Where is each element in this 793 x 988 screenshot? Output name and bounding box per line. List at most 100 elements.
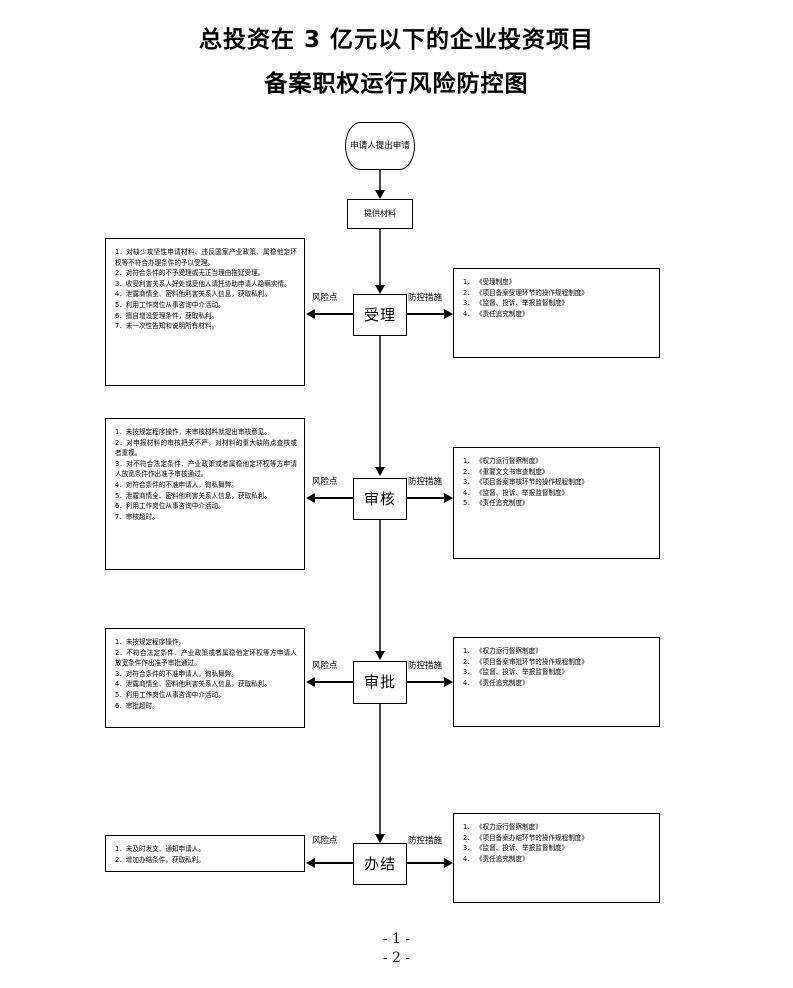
edge-approve-measure <box>407 681 445 683</box>
node-review-label: 审核 <box>363 489 396 508</box>
risk-list-accept: 1．对缺少攻坚性申请材料、违反国家产业政策、属稳他定环权等不符合办理条件的予以受… <box>115 247 297 332</box>
risk-item: 3．对符合条件的不准申请人，徇私舞弊。 <box>115 669 238 678</box>
measure-item: 4． 《责任追究制度》 <box>463 854 529 863</box>
risk-item: 1．未按规定程序操作。 <box>115 638 186 646</box>
risk-item: 3．收受利害关系人好处或受他人请托协助申请人隐瞒实情。 <box>115 279 291 288</box>
risk-item: 5．利用工作岗位从事咨询中介活动。 <box>115 690 225 699</box>
footer-page-number-1: - 1 - <box>382 931 411 947</box>
risk-item: 4．泄露商情全、密料他利害关系人信息，获取私利。 <box>115 290 271 299</box>
arrow-submit-to-accept <box>375 285 385 294</box>
node-accept[interactable]: 受理 <box>353 294 407 336</box>
node-submit-materials[interactable]: 提供材料 <box>347 199 413 229</box>
measure-box-approve: 1． 《权力运行督察制度》 2． 《项目备案审批环节的操作规程制度》 3． 《监… <box>453 637 660 727</box>
arrow-review-to-approve <box>375 651 385 660</box>
measure-list-complete: 1． 《权力运行督察制度》 2． 《项目备案办结环节的操作规程制度》 3． 《监… <box>463 822 652 864</box>
measure-box-accept: 1． 《受理制度》 2． 《项目备案受理环节的操作规程制度》 3． 《监督、投诉… <box>453 268 660 358</box>
risk-item: 1．对缺少攻坚性申请材料、违反国家产业政策、属稳他定环权等不符合办理条件的予以受… <box>115 248 297 267</box>
connector-start-to-submit <box>379 170 381 194</box>
measure-list-approve: 1． 《权力运行督察制度》 2． 《项目备案审批环节的操作规程制度》 3． 《监… <box>463 646 652 688</box>
measure-item: 3． 《监督、投诉、举报监督制度》 <box>463 299 569 308</box>
node-approve-label: 审批 <box>363 673 396 691</box>
risk-box-review: 1．未按规定程序操作，未审核材料就提出审核意见。 2．对申报材料的审核把关不严，… <box>105 418 305 570</box>
page-title: 总投资在 3 亿元以下的企业投资项目 备案职权运行风险防控图 <box>0 18 793 106</box>
edge-label-risk-complete: 风险点 <box>312 836 338 846</box>
measure-item: 1． 《权力运行督察制度》 <box>463 823 542 831</box>
measure-item: 1． 《受理制度》 <box>463 278 516 286</box>
risk-box-complete: 1．未及时发文、通知申请人。 2．增加办结条件，获取私利。 <box>105 835 305 872</box>
risk-item: 4．泄露商情全、密料他利害关系人信息，获取私利。 <box>115 680 271 689</box>
node-start[interactable]: 申请人提出申请 <box>345 122 415 170</box>
risk-item: 5．利用工作岗位从事咨询中介活动。 <box>115 300 225 309</box>
connector-submit-to-accept <box>379 229 381 289</box>
footer-page-number-2: - 2 - <box>382 950 411 966</box>
arrow-review-to-measure <box>444 493 453 503</box>
edge-label-risk-accept: 风险点 <box>312 293 338 303</box>
measure-box-complete: 1． 《权力运行督察制度》 2． 《项目备案办结环节的操作规程制度》 3． 《监… <box>453 813 660 903</box>
connector-approve-to-complete <box>379 704 381 838</box>
measure-box-review: 1． 《权力运行督察制度》 2． 《重要文文书审查制度》 3． 《项目备案审核环… <box>453 447 660 559</box>
edge-complete-measure <box>407 862 445 864</box>
measure-item: 1． 《权力运行督察制度》 <box>463 647 542 655</box>
risk-list-complete: 1．未及时发文、通知申请人。 2．增加办结条件，获取私利。 <box>115 844 297 865</box>
risk-item: 7．未一次性告知和说明所有材料。 <box>115 322 219 331</box>
risk-item: 1．未按规定程序操作，未审核材料就提出审核意见。 <box>115 428 271 436</box>
node-complete[interactable]: 办结 <box>353 843 407 885</box>
arrow-start-to-submit <box>375 190 385 199</box>
measure-item: 2． 《项目备案办结环节的操作规程制度》 <box>463 833 588 842</box>
risk-item: 7．审核超时。 <box>115 512 159 521</box>
risk-box-accept: 1．对缺少攻坚性申请材料、违反国家产业政策、属稳他定环权等不符合办理条件的予以受… <box>105 238 305 386</box>
measure-item: 2． 《重要文文书审查制度》 <box>463 467 549 476</box>
measure-item: 2． 《项目备案受理环节的操作规程制度》 <box>463 288 588 297</box>
measure-item: 4． 《责任追究制度》 <box>463 309 529 318</box>
risk-item: 5．泄露商情全、密料他利害关系人信息，获取私利。 <box>115 491 271 500</box>
measure-item: 3． 《项目备案审核环节的操作规程制度》 <box>463 478 588 487</box>
edge-approve-risk <box>315 681 353 683</box>
edge-complete-risk <box>315 862 353 864</box>
edge-label-measure-review: 防控措施 <box>408 477 443 487</box>
arrow-approve-to-complete <box>375 834 385 843</box>
edge-label-risk-approve: 风险点 <box>312 661 338 671</box>
arrow-accept-to-risk <box>306 309 315 319</box>
measure-list-review: 1． 《权力运行督察制度》 2． 《重要文文书审查制度》 3． 《项目备案审核环… <box>463 456 652 509</box>
measure-item: 2． 《项目备案审批环节的操作规程制度》 <box>463 657 588 666</box>
measure-list-accept: 1． 《受理制度》 2． 《项目备案受理环节的操作规程制度》 3． 《监督、投诉… <box>463 277 652 319</box>
title-line-2: 备案职权运行风险防控图 <box>264 71 529 97</box>
node-submit-materials-label: 提供材料 <box>364 209 396 218</box>
arrow-review-to-risk <box>306 493 315 503</box>
risk-item: 6．利用工作岗位从事咨询中介活动。 <box>115 502 225 511</box>
edge-label-measure-approve: 防控措施 <box>408 661 443 671</box>
risk-item: 2．不符合法定条件、产业政策或者属稳他定环权等方申请人放宽条件作出准予审批通过。 <box>115 648 297 668</box>
risk-item: 2．对申报材料的审核把关不严，对材料的重大缺陷点查核或者重视。 <box>115 438 297 458</box>
risk-list-review: 1．未按规定程序操作，未审核材料就提出审核意见。 2．对申报材料的审核把关不严，… <box>115 427 297 522</box>
arrow-accept-to-review <box>375 467 385 476</box>
connector-accept-to-review <box>379 336 381 471</box>
node-start-label: 申请人提出申请 <box>350 140 410 151</box>
measure-item: 4． 《责任追究制度》 <box>463 678 529 687</box>
node-review[interactable]: 审核 <box>353 478 407 520</box>
arrow-complete-to-measure <box>444 858 453 868</box>
edge-accept-risk <box>315 313 353 315</box>
risk-item: 2．增加办结条件，获取私利。 <box>115 855 205 864</box>
measure-item: 3． 《监督、投诉、举报监督制度》 <box>463 668 569 677</box>
node-approve[interactable]: 审批 <box>353 661 407 704</box>
risk-item: 1．未及时发文、通知申请人。 <box>115 845 205 853</box>
edge-label-risk-review: 风险点 <box>312 477 338 487</box>
edge-label-measure-complete: 防控措施 <box>408 836 443 846</box>
arrow-approve-to-risk <box>306 677 315 687</box>
edge-review-measure <box>407 497 445 499</box>
node-complete-label: 办结 <box>363 854 396 873</box>
title-line-1: 总投资在 3 亿元以下的企业投资项目 <box>198 27 595 53</box>
measure-item: 5． 《责任追究制度》 <box>463 499 529 508</box>
risk-item: 4．对符合条件的不准申请人，徇私舞弊。 <box>115 480 238 489</box>
connector-review-to-approve <box>379 520 381 655</box>
risk-item: 6．擅自增设受理条件，获取私利。 <box>115 311 219 320</box>
risk-item: 6．审批超时。 <box>115 701 159 710</box>
arrow-accept-to-measure <box>444 309 453 319</box>
risk-list-approve: 1．未按规定程序操作。 2．不符合法定条件、产业政策或者属稳他定环权等方申请人放… <box>115 637 297 711</box>
measure-item: 4． 《监督、投诉、举报监督制度》 <box>463 488 569 497</box>
measure-item: 3． 《监督、投诉、举报监督制度》 <box>463 844 569 853</box>
edge-label-measure-accept: 防控措施 <box>408 293 443 303</box>
edge-accept-measure <box>407 313 445 315</box>
risk-box-approve: 1．未按规定程序操作。 2．不符合法定条件、产业政策或者属稳他定环权等方申请人放… <box>105 628 305 728</box>
edge-review-risk <box>315 497 353 499</box>
